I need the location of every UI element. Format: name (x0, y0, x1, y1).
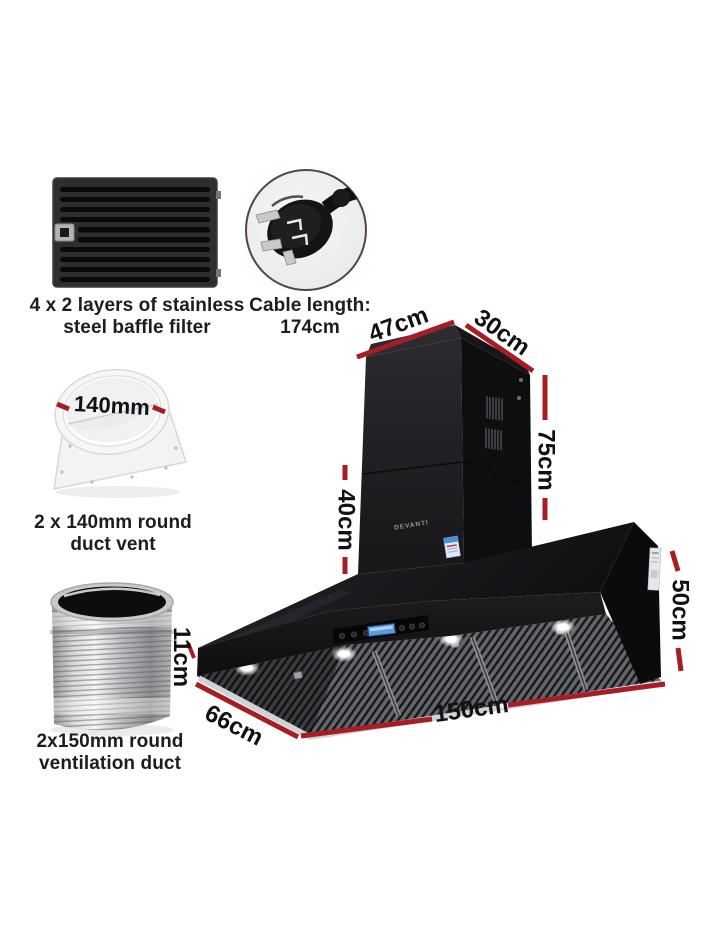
chimney (358, 325, 532, 574)
hood-end-face (600, 522, 661, 684)
ventilation-duct-image (50, 582, 174, 736)
dim-label-40cm: 40cm (332, 489, 360, 551)
side-sticker (647, 547, 662, 591)
baffle-filter-image (52, 177, 221, 288)
dim-label-11cm: 11cm (168, 626, 196, 688)
dim-label-75cm: 75cm (532, 429, 560, 491)
caption-line: 4 x 2 layers of stainless (29, 295, 245, 316)
caption-line: steel baffle filter (63, 316, 211, 338)
caption-line: 2 x 140mm round (34, 512, 192, 533)
caption-line: Cable length: (249, 295, 371, 316)
plug-pins (255, 209, 297, 266)
power-plug-image (245, 169, 367, 291)
dim-label-140mm: 140mm (73, 391, 151, 420)
control-panel (333, 615, 429, 644)
duct-vent-caption: 2 x 140mm round duct vent (23, 512, 203, 555)
hood-top-surface (198, 522, 634, 648)
chimney-vents (484, 394, 504, 453)
ventilation-duct-caption: 2x150mm round ventilation duct (20, 731, 200, 774)
caption-line: duct vent (70, 533, 156, 555)
lcd-display (366, 622, 397, 638)
caption-line: 2x150mm round (36, 731, 184, 752)
caption-line: ventilation duct (39, 752, 181, 774)
dimension-lines (56, 319, 684, 740)
baffle-filter-caption: 4 x 2 layers of stainless steel baffle f… (27, 295, 247, 338)
dim-label-50cm: 50cm (666, 579, 694, 641)
caption-line: 174cm (280, 316, 340, 338)
filter-handle (54, 223, 75, 242)
energy-label (443, 535, 461, 559)
duct-vent-image (53, 368, 187, 498)
cable-length-caption: Cable length: 174cm (245, 295, 375, 338)
